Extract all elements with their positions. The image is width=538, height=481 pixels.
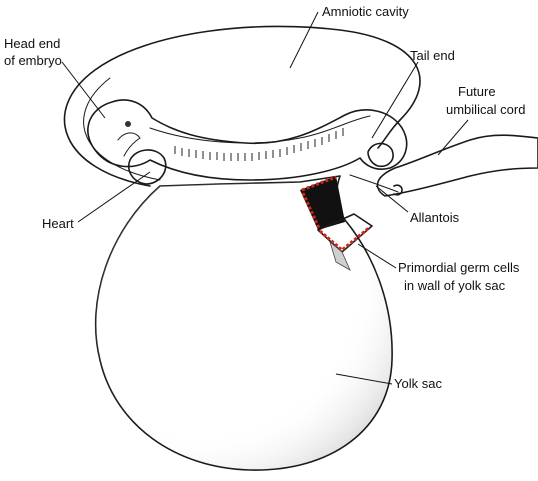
- somites: [174, 128, 344, 161]
- yolk-sac-shading: [95, 176, 393, 471]
- allantois-duct: [349, 174, 399, 193]
- label-tail-end: Tail end: [410, 48, 455, 63]
- label-head-end-2: of embryo: [4, 53, 62, 68]
- label-allantois: Allantois: [410, 210, 460, 225]
- head-fold: [117, 132, 141, 157]
- amnion-membrane: [63, 25, 421, 187]
- heart-bulge: [128, 149, 167, 185]
- connecting-stalk: [376, 134, 538, 197]
- label-future-umbilical-1: Future: [458, 84, 496, 99]
- amnion-membrane-inner: [83, 77, 161, 181]
- yolk-sac-flap: [317, 213, 373, 253]
- germ-cell-wall-side: [301, 192, 321, 229]
- label-heart: Heart: [42, 216, 74, 231]
- label-pgc-2: in wall of yolk sac: [404, 278, 506, 293]
- tail-curl: [367, 142, 394, 168]
- leader-lines: [61, 11, 469, 385]
- yolk-sac-window: [300, 176, 345, 230]
- allantois-tip: [393, 184, 403, 196]
- label-head-end-1: Head end: [4, 36, 60, 51]
- label-yolk-sac: Yolk sac: [394, 376, 442, 391]
- label-pgc-1: Primordial germ cells: [398, 260, 520, 275]
- germ-cell-wall-back: [301, 175, 337, 192]
- label-amniotic-cavity: Amniotic cavity: [322, 4, 409, 19]
- neural-ridge: [149, 115, 371, 144]
- eye-spot: [125, 121, 131, 127]
- embryo-body: [87, 99, 408, 181]
- label-future-umbilical-2: umbilical cord: [446, 102, 525, 117]
- flap-shadow: [329, 240, 351, 271]
